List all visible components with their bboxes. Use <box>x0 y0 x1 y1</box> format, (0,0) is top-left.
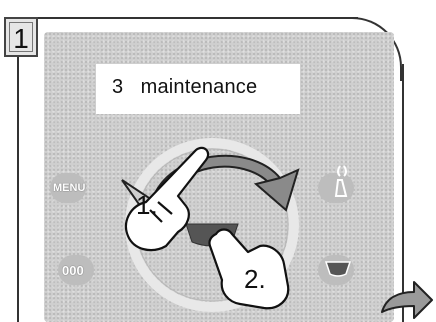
steam-icon <box>336 166 346 196</box>
annotation-step-two: 2. <box>244 264 266 294</box>
cup-icon <box>326 262 350 276</box>
next-page-arrow-icon <box>382 282 432 318</box>
step-number: 1 <box>6 22 36 56</box>
annotation-step-one: 1. <box>136 190 158 220</box>
step-number-box: 1 <box>4 17 38 57</box>
